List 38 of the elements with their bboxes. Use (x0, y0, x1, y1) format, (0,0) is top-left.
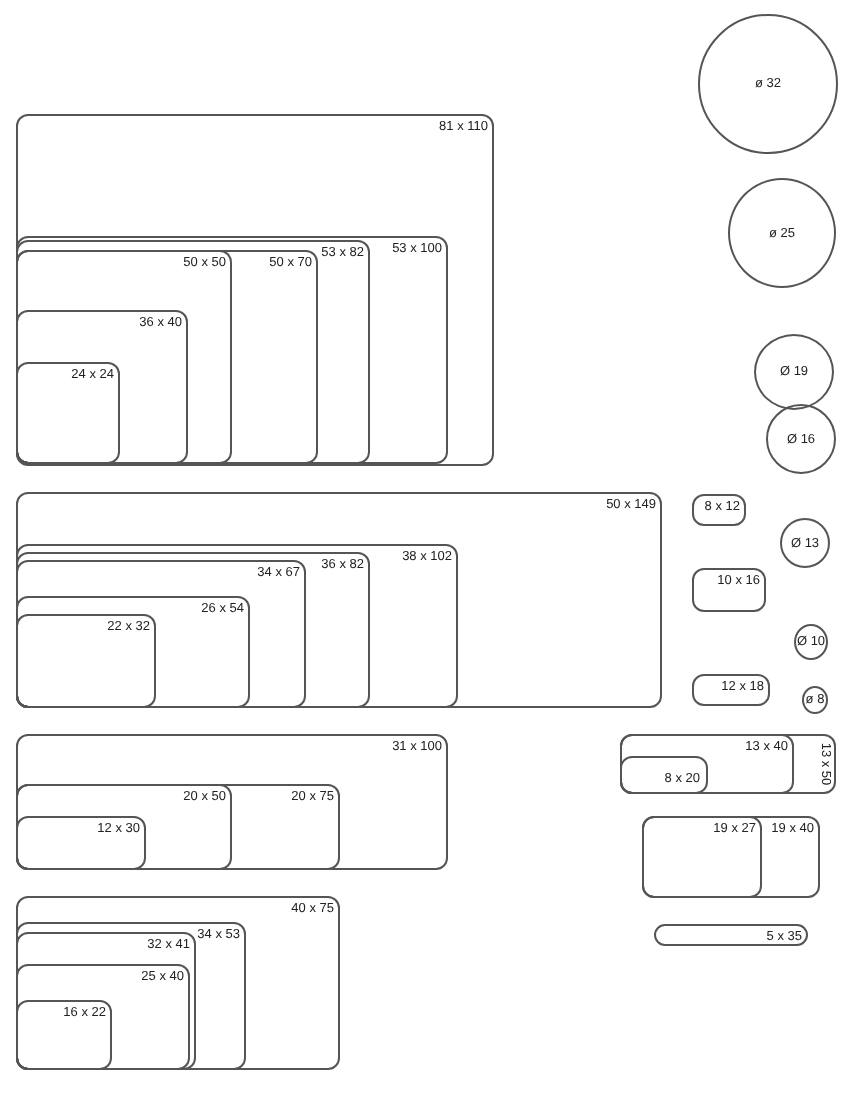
label-outline (16, 816, 146, 870)
label-outline (620, 734, 836, 794)
label-outline (16, 250, 318, 464)
label-outline (16, 784, 340, 870)
label-outline (16, 596, 250, 708)
round-label-outline (766, 404, 836, 474)
label-outline (620, 756, 708, 794)
label-outline (642, 816, 820, 898)
round-label-outline (754, 334, 834, 410)
label-outline (692, 568, 766, 612)
label-outline (16, 552, 370, 708)
label-outline (16, 240, 370, 464)
label-outline (16, 932, 196, 1070)
label-outline (16, 362, 120, 464)
label-outline (16, 236, 448, 464)
label-outline (16, 896, 340, 1070)
label-outline (16, 114, 494, 466)
label-outline (16, 614, 156, 708)
label-outline (16, 250, 232, 464)
label-outline (16, 734, 448, 870)
label-outline (692, 674, 770, 706)
label-outline (16, 560, 306, 708)
round-label-outline (698, 14, 838, 154)
label-outline (16, 964, 190, 1070)
label-outline (642, 816, 762, 898)
label-outline (16, 310, 188, 464)
label-outline (16, 544, 458, 708)
round-label-outline (728, 178, 836, 288)
label-outline (654, 924, 808, 946)
round-label-outline (780, 518, 830, 568)
round-label-outline (802, 686, 828, 714)
round-label-outline (794, 624, 828, 660)
label-outline (16, 492, 662, 708)
label-outline (16, 922, 246, 1070)
label-outline (16, 1000, 112, 1070)
label-outline (692, 494, 746, 526)
label-outline (620, 734, 794, 794)
label-outline (16, 784, 232, 870)
